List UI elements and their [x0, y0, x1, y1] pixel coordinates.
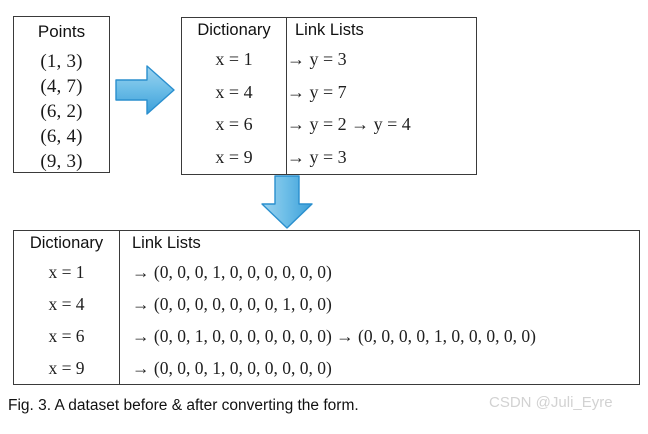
table-header-row: Dictionary Link Lists	[182, 18, 476, 43]
table-row: x = 6 → y = 2 → y = 4	[182, 108, 476, 142]
row-link-list: → (0, 0, 0, 0, 0, 0, 0, 1, 0, 0)	[132, 294, 332, 315]
column-header-dictionary: Dictionary	[182, 18, 287, 43]
table-row: x = 1 → (0, 0, 0, 1, 0, 0, 0, 0, 0, 0)	[14, 256, 639, 289]
down-block-arrow-icon	[258, 174, 316, 230]
row-link-list: → y = 7	[287, 81, 347, 102]
row-key: x = 4	[14, 288, 120, 321]
points-box-title: Points	[37, 22, 86, 41]
row-link-list: → y = 2 → y = 4	[287, 114, 411, 135]
row-key: x = 6	[14, 320, 120, 353]
watermark-text: CSDN @Juli_Eyre	[489, 394, 613, 411]
row-link-list: → y = 3	[287, 48, 347, 69]
table-row: x = 1 → y = 3	[182, 43, 476, 76]
list-item: (6, 4)	[40, 126, 83, 148]
list-item: (9, 3)	[40, 151, 83, 173]
table-header-row: Dictionary Link Lists	[14, 231, 639, 257]
row-link-list: → y = 3	[287, 147, 347, 168]
row-link-list: → (0, 0, 0, 1, 0, 0, 0, 0, 0, 0)	[132, 358, 332, 379]
row-link-list: → (0, 0, 0, 1, 0, 0, 0, 0, 0, 0)	[132, 262, 332, 283]
list-item: (1, 3)	[40, 51, 83, 73]
row-key: x = 1	[182, 43, 287, 76]
column-header-link-lists: Link Lists	[295, 21, 364, 40]
points-box: Points (1, 3) (4, 7) (6, 2) (6, 4) (9, 3…	[13, 16, 110, 173]
row-key: x = 6	[182, 108, 287, 142]
row-key: x = 9	[14, 352, 120, 384]
list-item: (4, 7)	[40, 76, 83, 98]
table-row: x = 4 → y = 7	[182, 75, 476, 109]
row-key: x = 9	[182, 141, 287, 174]
table-row: x = 9 → y = 3	[182, 141, 476, 174]
table-row: x = 9 → (0, 0, 0, 1, 0, 0, 0, 0, 0, 0)	[14, 352, 639, 384]
row-key: x = 4	[182, 75, 287, 109]
column-header-link-lists: Link Lists	[132, 234, 201, 253]
table-row: x = 4 → (0, 0, 0, 0, 0, 0, 0, 1, 0, 0)	[14, 288, 639, 321]
figure-caption: Fig. 3. A dataset before & after convert…	[8, 397, 359, 414]
table-row: x = 6 → (0, 0, 1, 0, 0, 0, 0, 0, 0, 0) →…	[14, 320, 639, 353]
dictionary-table-before: Dictionary Link Lists x = 1 → y = 3 x = …	[181, 17, 477, 175]
row-link-list: → (0, 0, 1, 0, 0, 0, 0, 0, 0, 0) → (0, 0…	[132, 326, 536, 347]
row-key: x = 1	[14, 256, 120, 289]
table-after: Dictionary Link Lists x = 1 → (0, 0, 0, …	[14, 231, 639, 384]
table-before: Dictionary Link Lists x = 1 → y = 3 x = …	[182, 18, 476, 174]
right-block-arrow-icon	[113, 62, 177, 118]
dictionary-table-after: Dictionary Link Lists x = 1 → (0, 0, 0, …	[13, 230, 640, 385]
points-list: (1, 3) (4, 7) (6, 2) (6, 4) (9, 3)	[14, 49, 109, 174]
list-item: (6, 2)	[40, 101, 83, 123]
column-header-dictionary: Dictionary	[14, 231, 120, 257]
